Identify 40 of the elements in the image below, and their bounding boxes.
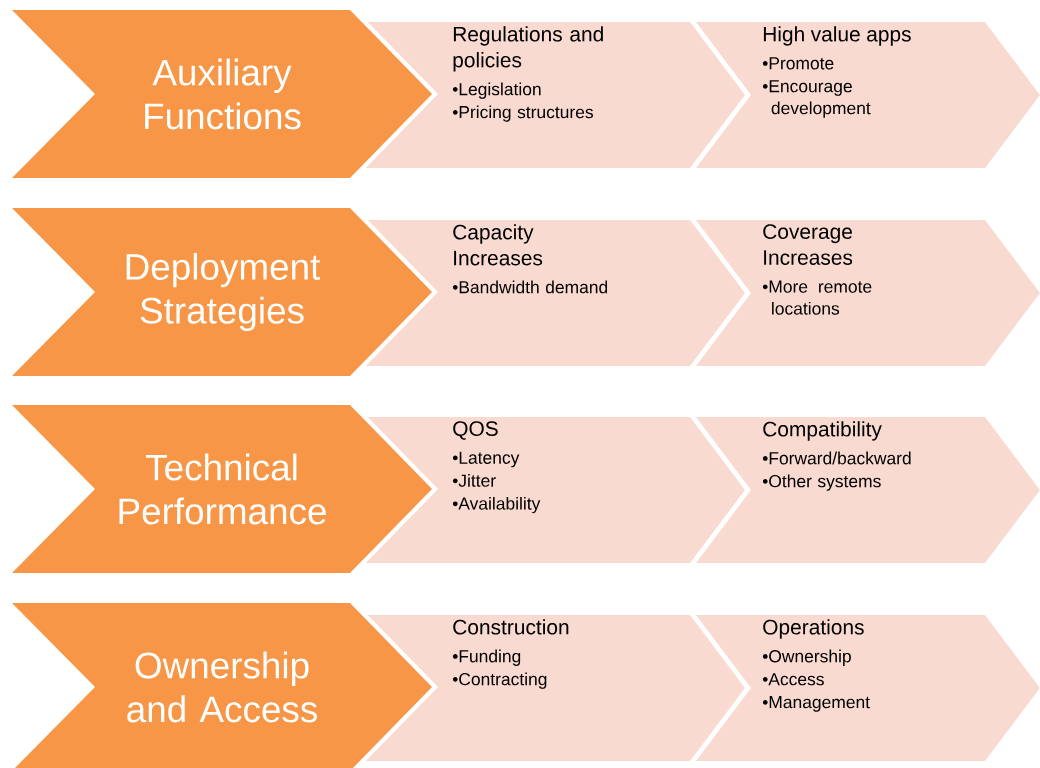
topic-box [365,615,745,761]
bullet-item: •Other systems [762,474,881,491]
bullet-item: •Access [762,673,824,686]
bullet-item: •Jitter [452,474,496,487]
heading: Capacity Increases [453,224,543,266]
heading: Construction [453,619,569,635]
bullet-item: •Promote [762,57,834,70]
bullet-item: •Contracting [452,672,547,689]
topic-box [696,22,1040,168]
bullet-item: •Bandwidth demand [452,280,608,294]
topic-box [365,22,745,168]
chevron-title: Technical Performance [119,453,326,525]
bullet-item: •Pricing structures [452,105,593,122]
heading: Compatibility [763,421,882,441]
bullet-item: •Availability [452,496,541,514]
category-box [12,10,432,178]
chevron-title: Ownership and Access [127,651,317,723]
category-box [12,405,432,573]
bullet-item: •Legislation [452,82,541,99]
topic-box [365,220,745,366]
bullet-item: •Management [762,696,870,712]
bullet-item: •Forward/backward [762,451,911,465]
heading: High value apps [763,26,911,46]
heading: Coverage Increases [763,224,853,265]
topic-box [365,417,745,563]
category-box [12,603,432,768]
topic-box [696,220,1040,366]
category-box [12,208,432,376]
bullet-item: •More remote locations [762,280,872,315]
heading: QOS [453,421,498,440]
bullet-item: •Ownership [762,649,851,666]
chevron-title: Deployment Strategies [126,252,321,332]
heading: Regulations and policies [453,26,603,72]
heading: Operations [763,619,864,639]
bullet-item: •Funding [452,649,521,666]
topic-box [696,417,1040,563]
chevron-title: Auxiliary Functions [145,58,301,130]
bullet-item: •Latency [452,451,520,468]
topic-box [696,615,1040,761]
bullet-item: •Encourage development [762,80,871,118]
